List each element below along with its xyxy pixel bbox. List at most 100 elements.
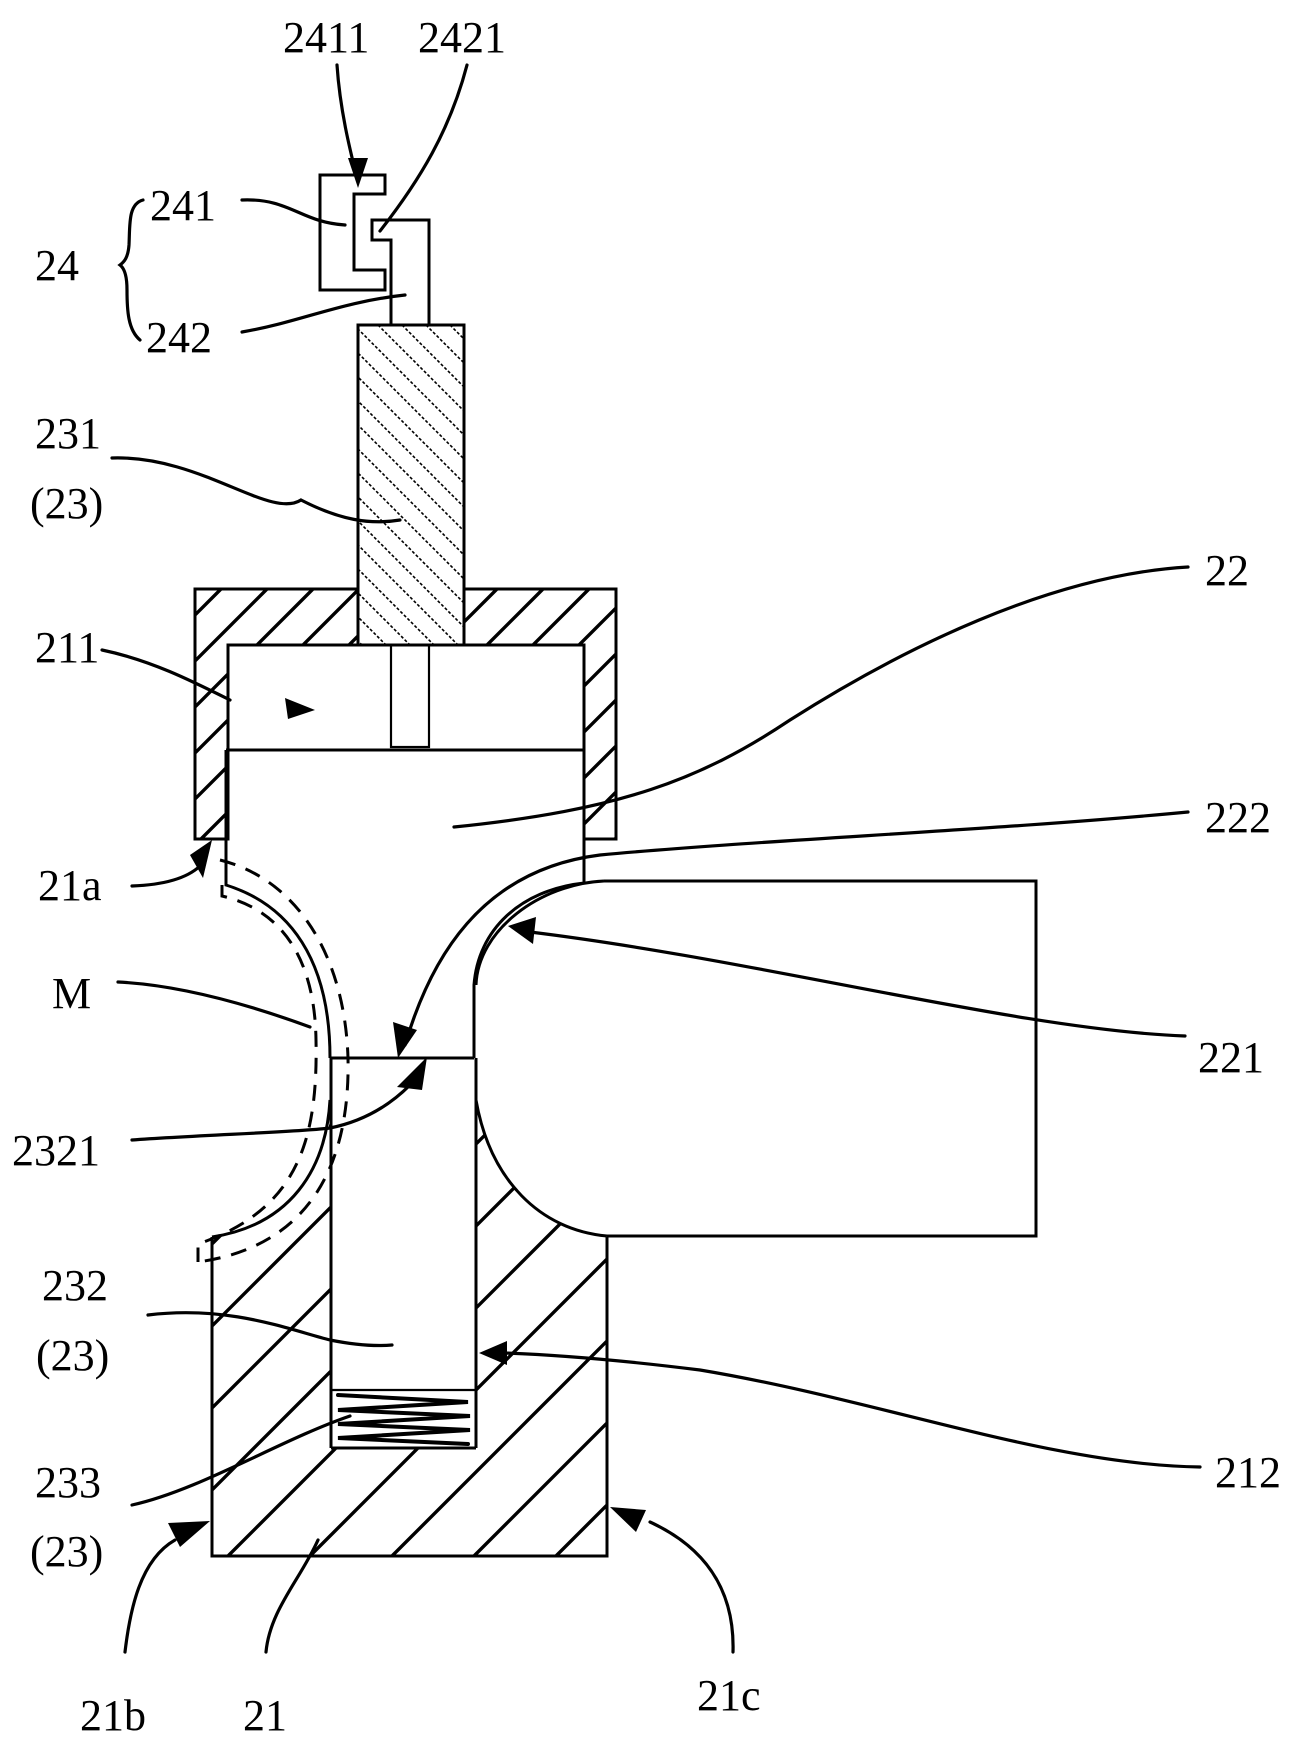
shaft-hatch-line — [449, 325, 464, 341]
shaft-hatch-line — [786, 325, 1106, 645]
shaft-hatch-line — [714, 325, 1034, 645]
leader-212 — [503, 1351, 1202, 1469]
shaft-hatch-line — [570, 325, 890, 645]
label-21b: 21b — [80, 1691, 146, 1740]
shaft-hatch-line — [358, 591, 411, 645]
cap-hatch-line — [661, 589, 911, 839]
leader-21c — [648, 1520, 735, 1654]
shaft-hatch-line — [425, 325, 464, 365]
shaft-hatch-line — [358, 567, 435, 645]
base-21 — [210, 1099, 1258, 1558]
shaft-hatch-line — [618, 325, 938, 645]
coupling-part-242 — [370, 218, 431, 327]
cap-hatch-line — [475, 589, 616, 839]
label-231-group: (23) — [30, 479, 103, 528]
cap-hatch-line — [195, 589, 361, 839]
leader-231 — [110, 456, 402, 524]
shaft-hatch-line — [642, 325, 962, 645]
base-hatch-line — [472, 1100, 607, 1556]
leader-242 — [240, 293, 407, 334]
base-hatch-line — [802, 1100, 1258, 1556]
base-hatch-line — [226, 1100, 607, 1556]
labels: 2411 2421 24 241 242 231 (23) 211 22 222… — [12, 13, 1281, 1740]
shaft-hatch-line — [358, 543, 459, 645]
cap-hatch-line — [195, 589, 223, 839]
cavity-211 — [228, 643, 584, 749]
spring-233 — [336, 1393, 471, 1446]
label-233-group: (23) — [30, 1527, 103, 1576]
base-hatch-line — [390, 1100, 607, 1556]
leader-M — [116, 980, 312, 1029]
label-242: 242 — [146, 313, 212, 362]
cap-hatch-line — [845, 589, 1095, 839]
label-21: 21 — [243, 1691, 287, 1740]
leader-222 — [403, 810, 1190, 1047]
shaft-hatch-line — [666, 325, 986, 645]
label-212: 212 — [1215, 1448, 1281, 1497]
cap-hatch-line — [383, 589, 616, 839]
right-block — [474, 879, 1038, 1238]
shaft-231 — [356, 323, 1106, 647]
label-21a: 21a — [38, 861, 102, 910]
base-hatch-line — [554, 1100, 607, 1556]
label-233: 233 — [35, 1458, 101, 1507]
label-2421: 2421 — [418, 13, 506, 62]
cap-hatch-line — [195, 589, 269, 839]
leader-22 — [452, 565, 1190, 829]
label-211: 211 — [35, 623, 99, 672]
shaft-hatch-line — [690, 325, 1010, 645]
label-22: 22 — [1205, 546, 1249, 595]
shaft-hatch-line — [377, 325, 464, 413]
cap-hatch-line — [521, 589, 616, 839]
leader-2321 — [130, 1083, 412, 1142]
shaft-hatch-line — [762, 325, 1082, 645]
label-222: 222 — [1205, 793, 1271, 842]
shaft-hatch-line — [358, 351, 464, 461]
cap-hatch-line — [291, 589, 545, 839]
slot — [389, 643, 431, 749]
shaft-hatch-line — [358, 399, 464, 509]
label-231: 231 — [35, 409, 101, 458]
cap-hatch-line — [613, 589, 616, 839]
coupling-part-241 — [318, 173, 387, 292]
cap-hatch-line — [567, 589, 616, 839]
cap-hatch-line — [707, 589, 957, 839]
shaft-hatch-line — [498, 325, 818, 645]
arrowhead-2321 — [397, 1057, 427, 1090]
shaft-hatch-line — [401, 325, 464, 389]
leader-2421 — [378, 63, 469, 233]
arrowhead-221 — [508, 917, 536, 944]
label-221: 221 — [1198, 1033, 1264, 1082]
leader-232 — [146, 1311, 394, 1348]
label-232-group: (23) — [36, 1331, 109, 1380]
membrane-M — [196, 858, 350, 1264]
arrowhead-21c — [610, 1507, 646, 1532]
shaft-hatch-line — [474, 325, 794, 645]
label-232: 232 — [42, 1261, 108, 1310]
leader-21 — [264, 1538, 320, 1654]
leader-233 — [130, 1414, 352, 1507]
base-hatch-line — [638, 1100, 1094, 1556]
label-2411: 2411 — [283, 13, 369, 62]
leader-21b — [123, 1538, 177, 1654]
leaders — [100, 63, 1202, 1654]
shaft-hatch-line — [358, 327, 464, 437]
brace-24 — [117, 198, 145, 342]
label-21c: 21c — [697, 1671, 761, 1720]
label-24: 24 — [35, 241, 79, 290]
arrowhead-2411 — [348, 158, 368, 188]
pin-232 — [329, 1058, 478, 1450]
cap-hatch-line — [429, 589, 616, 839]
cap-hatch-line — [195, 589, 315, 839]
label-241: 241 — [150, 181, 216, 230]
arrowhead-211 — [285, 698, 315, 719]
cap-hatch-line — [199, 589, 453, 839]
arrowhead-21b — [168, 1521, 210, 1547]
base-hatch-line — [720, 1100, 1176, 1556]
cap-housing — [193, 587, 1095, 841]
shaft-hatch-line — [358, 447, 464, 557]
shaft-hatch-line — [358, 495, 464, 605]
shaft-hatch-line — [358, 375, 464, 485]
cap-hatch-line — [245, 589, 499, 839]
